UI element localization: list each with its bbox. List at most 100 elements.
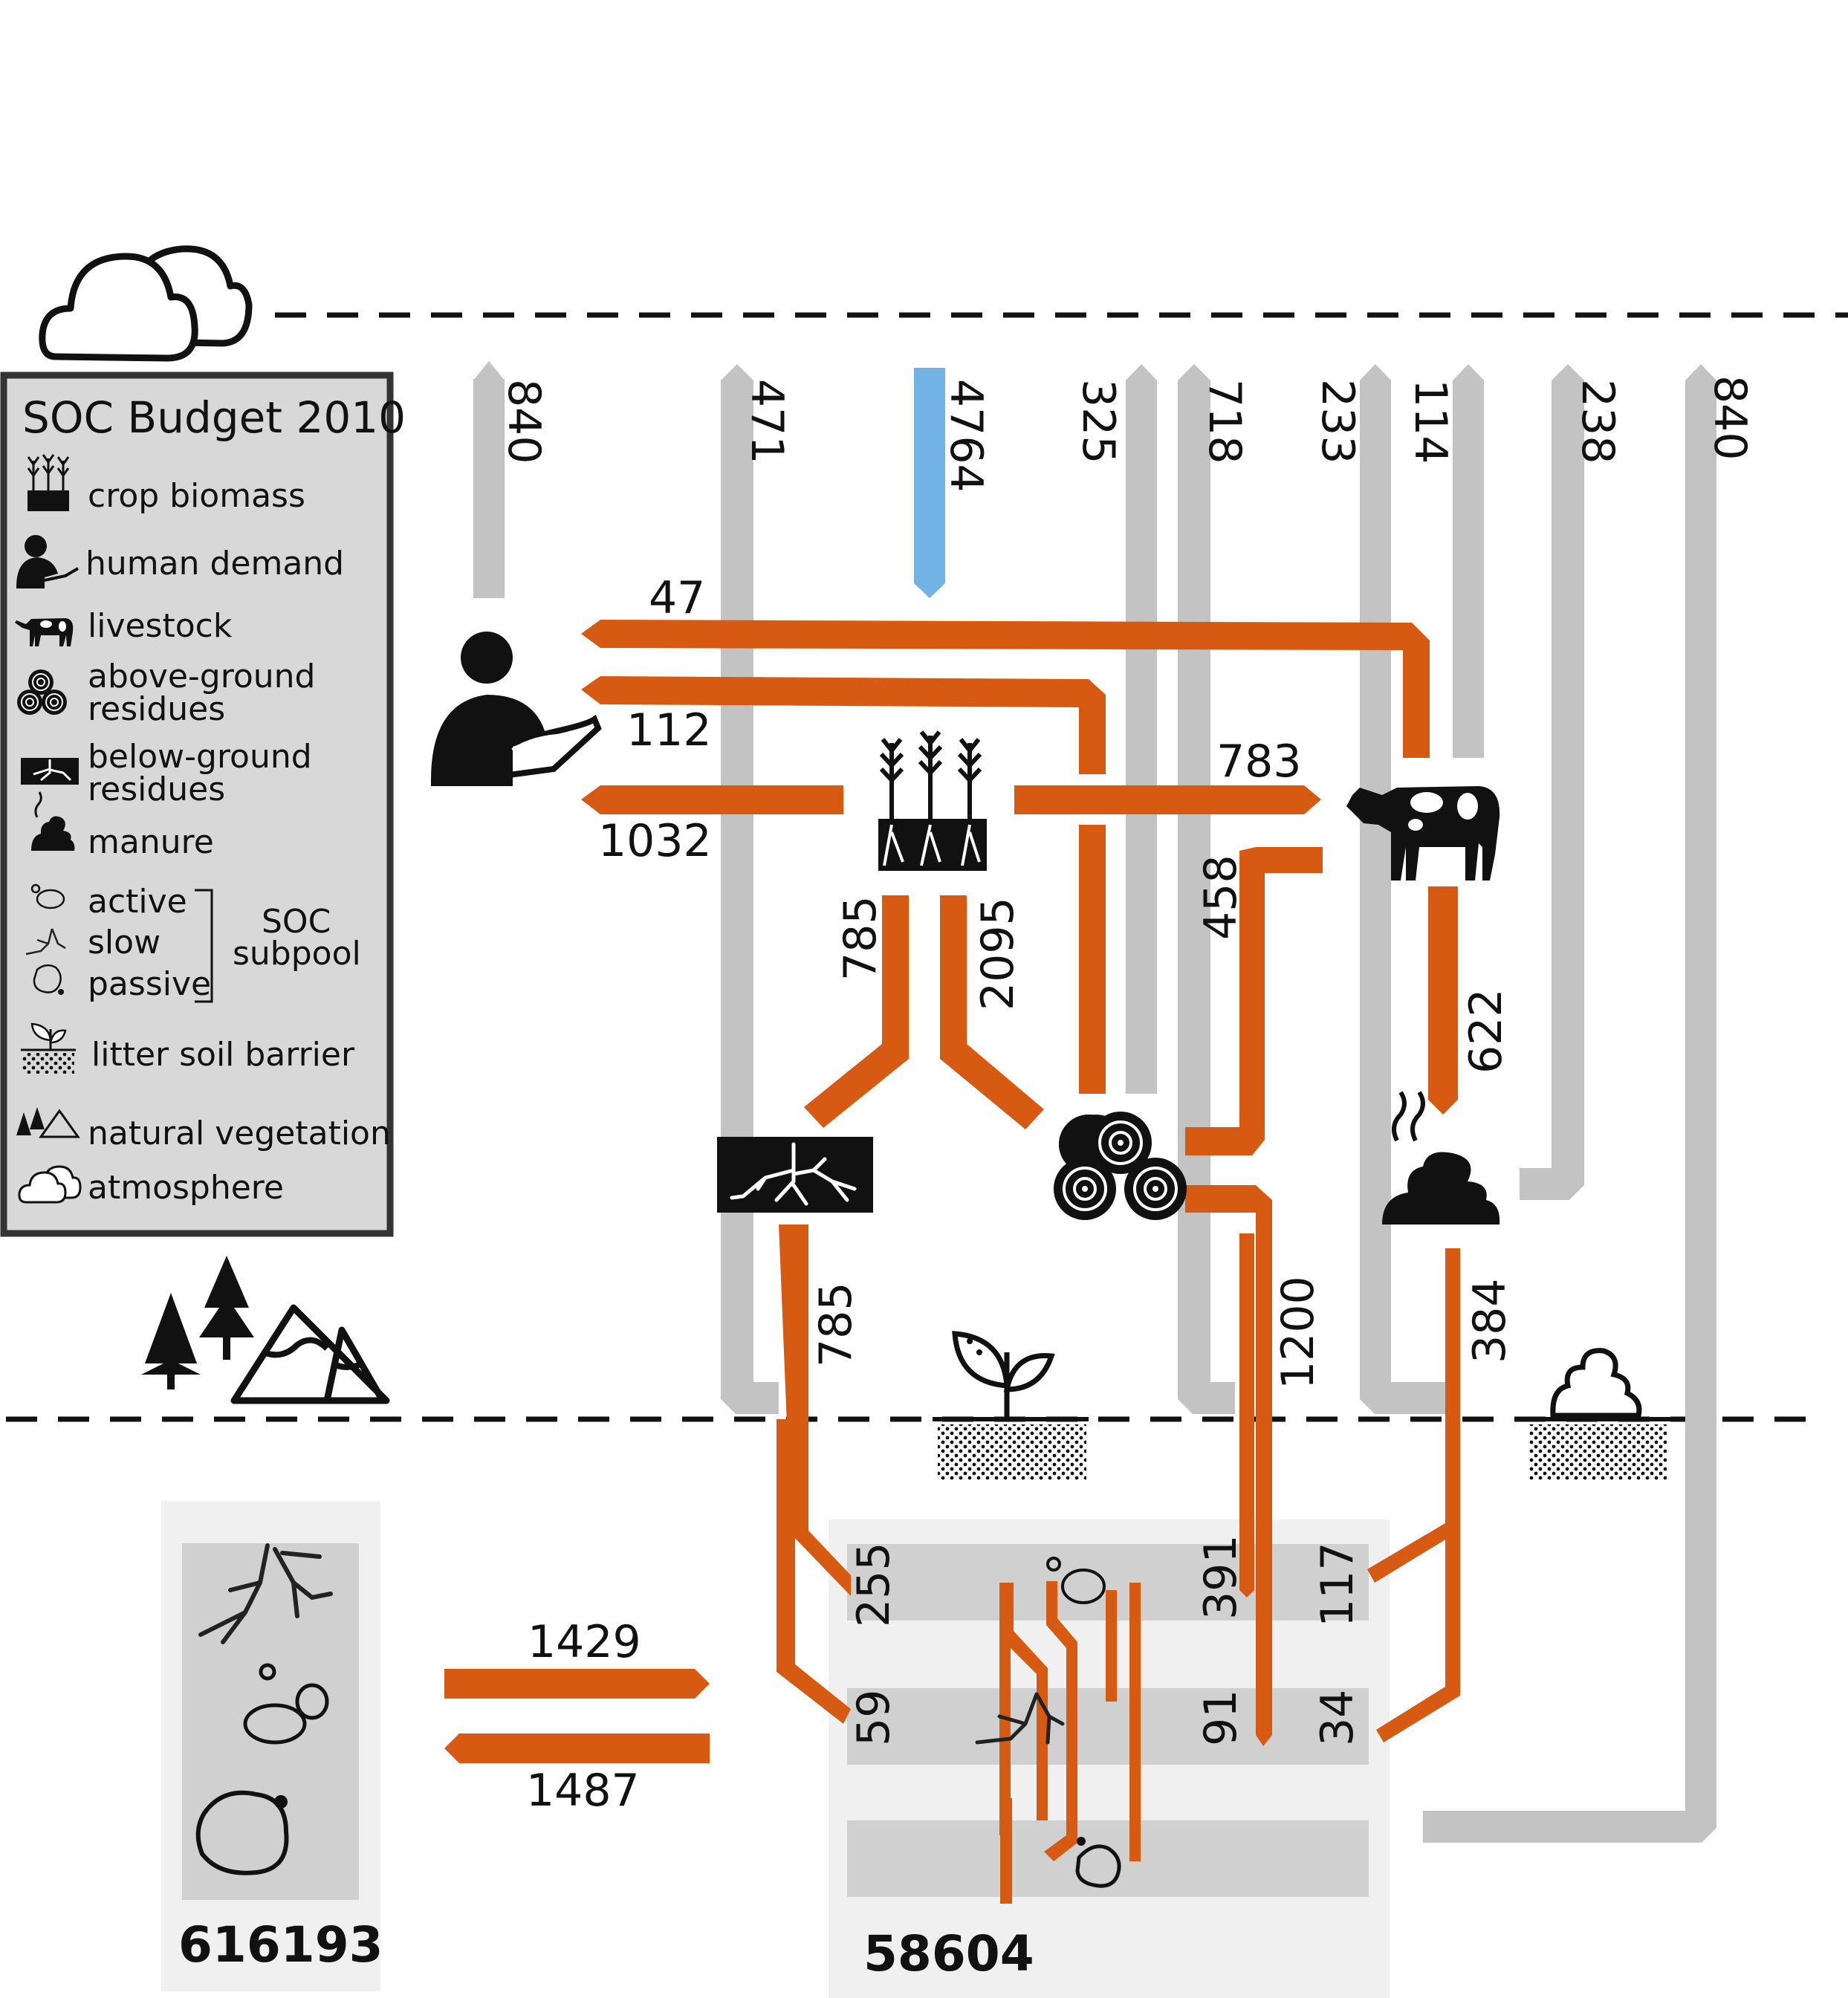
label-391: 391 [1195, 1534, 1247, 1620]
passive-aggregate-icon [1075, 1837, 1121, 1888]
flow-1200-ag-soil [1185, 1185, 1272, 1746]
legend-ag-residues-1: above-ground [88, 658, 315, 695]
legend-passive-icon [33, 964, 64, 995]
legend-atmosphere-icon [18, 1165, 82, 1204]
flow-1032-crop-human [581, 785, 843, 814]
natural-roots-icon [198, 1543, 333, 1644]
legend: SOC Budget 2010 crop biomass human deman… [0, 372, 406, 1237]
flow-471-bg [721, 364, 779, 1414]
legend-litter: litter soil barrier [91, 1036, 355, 1074]
label-atm-840a: 840 [498, 379, 550, 464]
natural-vegetation-icon [141, 1256, 390, 1404]
flow-840-human [473, 379, 505, 598]
crop-flow-labels: 47 112 783 1032 785 2095 458 622 785 120… [598, 572, 1516, 1389]
legend-bg-residues-2: residues [88, 771, 225, 808]
manure-icon [1382, 1091, 1500, 1225]
flow-4764-input [914, 368, 945, 598]
label-atm-4764: 4764 [940, 379, 992, 493]
label-255: 255 [848, 1542, 900, 1627]
label-1487: 1487 [526, 1765, 640, 1817]
legend-crop-biomass: crop biomass [88, 477, 305, 515]
label-2095: 2095 [972, 897, 1024, 1011]
label-59: 59 [848, 1690, 900, 1746]
flow-114-livestock [1453, 364, 1484, 758]
cropland-pool-total: 58604 [863, 1925, 1034, 1982]
legend-manure-icon [31, 791, 75, 851]
label-atm-233: 233 [1312, 379, 1364, 464]
atmosphere-flow-labels: 840 471 4764 325 718 233 114 238 840 [498, 375, 1756, 493]
label-1200: 1200 [1272, 1276, 1324, 1389]
legend-title: SOC Budget 2010 [22, 392, 406, 443]
legend-human-demand: human demand [85, 545, 344, 583]
legend-active: active [88, 883, 187, 921]
legend-bg-residues-icon [21, 758, 79, 785]
natural-pool-inner [182, 1543, 359, 1900]
below-ground-residues-icon [717, 1137, 873, 1213]
litter-manure-icon [1523, 1348, 1672, 1480]
label-atm-718: 718 [1199, 379, 1251, 464]
label-1429: 1429 [528, 1616, 641, 1668]
legend-box [0, 372, 394, 1237]
label-atm-238: 238 [1572, 379, 1624, 464]
natural-aggregate-icon [195, 1790, 289, 1875]
label-atm-325: 325 [1072, 379, 1124, 464]
legend-livestock-icon [15, 618, 74, 646]
natural-pool-total: 616193 [178, 1916, 383, 1973]
flow-622-livestock-manure [1428, 886, 1458, 1115]
legend-ag-residues-icon [17, 669, 67, 715]
legend-passive: passive [88, 965, 211, 1003]
label-atm-471: 471 [741, 379, 793, 464]
label-384: 384 [1464, 1278, 1516, 1363]
label-783: 783 [1216, 736, 1302, 788]
flow-384-manure-soil [1367, 1248, 1460, 1583]
crop-flows [444, 620, 1460, 1904]
legend-natural-veg-icon [16, 1107, 80, 1138]
flow-112-ag-human [581, 676, 1106, 774]
legend-ag-residues-2: residues [88, 690, 225, 728]
crop-biomass-icon [878, 730, 987, 871]
legend-natural-vegetation: natural vegetation [88, 1115, 391, 1152]
label-117: 117 [1312, 1542, 1364, 1627]
flow-325-ag [1126, 364, 1157, 1094]
label-47: 47 [649, 572, 705, 624]
legend-manure: manure [88, 823, 214, 861]
label-785-crop-bg: 785 [834, 895, 886, 981]
flow-active-slow [1001, 1583, 1048, 1820]
livestock-icon [1346, 786, 1500, 880]
flow-785-bg-soil [779, 1225, 851, 1596]
flow-238-litter [1520, 364, 1584, 1200]
label-34: 34 [1312, 1690, 1364, 1746]
slow-root-icon [975, 1692, 1065, 1745]
flow-1429-to-cropland [444, 1669, 710, 1699]
legend-bg-residues-1: below-ground [88, 738, 312, 776]
legend-slow-icon [25, 928, 66, 956]
legend-soc-2: subpool [233, 935, 361, 973]
human-demand-icon [431, 632, 602, 786]
active-microbe-icon [1046, 1557, 1106, 1604]
label-atm-114: 114 [1404, 379, 1456, 464]
flow-458-ag-livestock [1185, 847, 1323, 1155]
soil-flow-labels: 255 59 391 91 117 34 [848, 1534, 1364, 1746]
label-785-bg-soil: 785 [810, 1282, 862, 1367]
flow-47-livestock-human [581, 620, 1430, 758]
flow-785-crop-bg [804, 895, 909, 1128]
legend-litter-icon [21, 1022, 76, 1074]
natural-microbe-icon [243, 1663, 329, 1745]
legend-soc-1: SOC [262, 903, 331, 941]
atmosphere-cloud-icon [39, 245, 253, 362]
label-458: 458 [1195, 854, 1247, 940]
flow-783-crop-livestock [1014, 785, 1321, 814]
legend-atmosphere: atmosphere [88, 1169, 284, 1207]
ag-residue-rolls [1054, 1112, 1187, 1220]
flow-2095-crop-ag [940, 895, 1044, 1129]
legend-livestock: livestock [88, 607, 233, 645]
legend-soc-bracket [195, 889, 213, 1003]
flow-1487-to-natural [444, 1733, 710, 1763]
label-91: 91 [1195, 1690, 1247, 1746]
legend-crop-icon [27, 454, 70, 511]
label-112: 112 [626, 704, 712, 756]
label-622: 622 [1460, 988, 1512, 1074]
label-1032: 1032 [598, 815, 712, 867]
legend-human-icon [16, 535, 80, 588]
